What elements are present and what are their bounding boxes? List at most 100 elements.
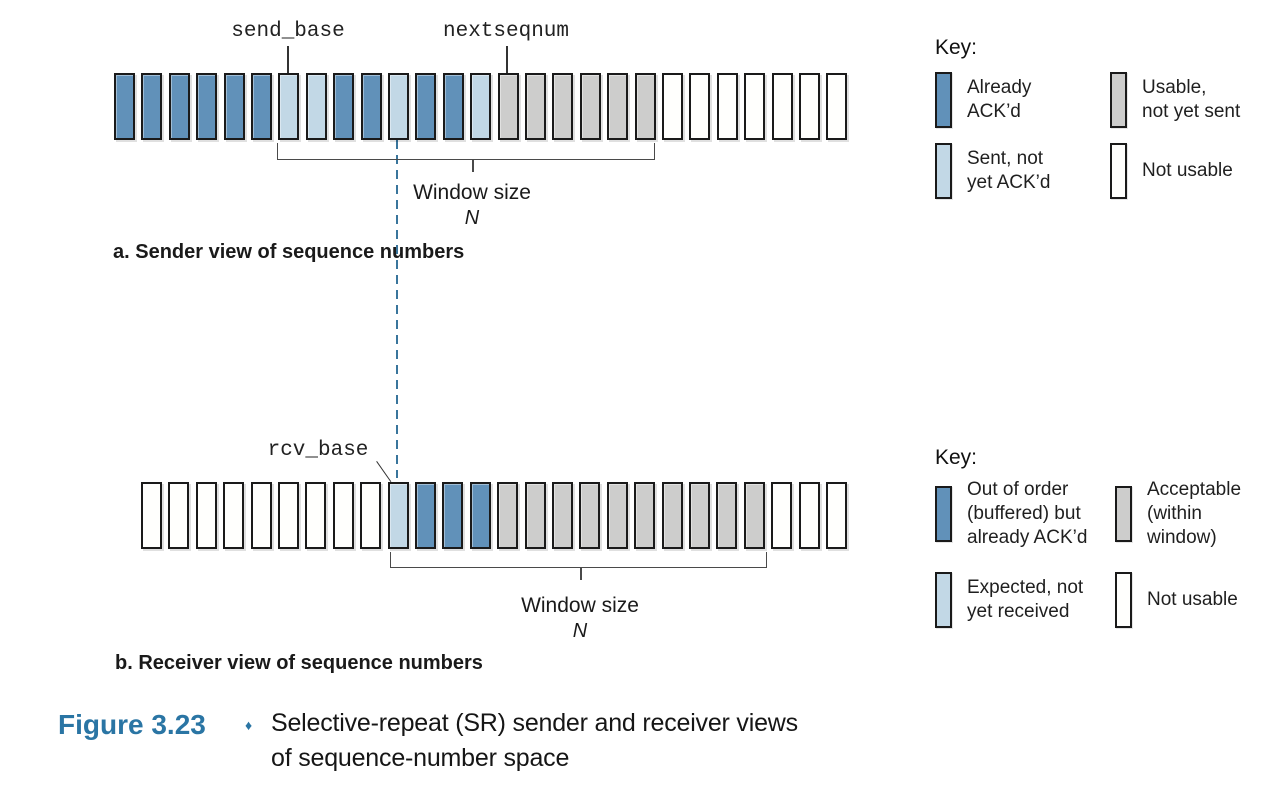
receiver-section-caption: b. Receiver view of sequence numbers [115,652,483,674]
key-item-not-usable: Not usable [1110,143,1233,199]
seq-box-white [826,73,848,140]
seq-box-light-blue [387,482,409,549]
seq-box-white [168,482,190,549]
seq-box-white [744,73,766,140]
seq-box-gray [552,73,574,140]
key-item-out-of-order: Out of order (buffered) but already ACK’… [935,478,1087,550]
seq-box-gray [743,482,765,549]
seq-box-dark-blue [469,482,491,549]
key-item-label: Sent, not yet ACK’d [967,148,1051,193]
usable-not-sent-swatch [1110,72,1127,128]
not-usable-swatch [1115,572,1132,628]
receiver-window-n-label: N [572,620,588,642]
key-item-already-acked: Already ACK’d [935,72,1031,128]
seq-box-white [250,482,272,549]
expected-swatch [935,572,952,628]
receiver-window-size-label: Window size [521,594,639,617]
key-item-label: Not usable [1142,160,1233,181]
seq-box-gray [552,482,573,549]
seq-box-gray [606,482,628,549]
seq-box-dark-blue [223,73,245,140]
seq-box-light-blue [278,73,300,140]
seq-box-gray [634,73,656,140]
seq-box-gray [716,482,738,549]
seq-box-white [799,73,820,140]
seq-box-dark-blue [196,73,218,140]
seq-box-white [689,73,711,140]
seq-box-white [332,482,354,549]
seq-box-dark-blue [415,482,436,549]
seq-box-dark-blue [114,73,135,140]
seq-box-dark-blue [415,73,437,140]
not-usable-swatch [1110,143,1127,199]
key-receiver: Key: Out of order (buffered) but already… [935,446,1280,646]
seq-box-white [223,482,245,549]
key-item-label: Acceptable (within window) [1147,479,1242,548]
seq-box-dark-blue [333,73,355,140]
seq-box-light-blue [305,73,327,140]
seq-box-light-blue [388,73,409,140]
seq-box-gray [634,482,656,549]
seq-box-white [141,482,162,549]
seq-box-white [771,73,793,140]
sender-window-bracket-tick [472,159,474,172]
seq-box-dark-blue [360,73,382,140]
seq-box-gray [524,482,546,549]
seq-box-white [662,73,683,140]
seq-box-dark-blue [168,73,190,140]
seq-box-white [278,482,299,549]
seq-box-dark-blue [251,73,272,140]
seq-box-gray [607,73,629,140]
caption-diamond-icon: ♦ [245,717,253,733]
seq-box-gray [661,482,683,549]
seq-box-dark-blue [442,73,464,140]
seq-box-white [360,482,382,549]
key-item-label: Not usable [1147,589,1238,610]
key-item-usable-not-sent: Usable, not yet sent [1110,72,1240,128]
seq-box-white [195,482,217,549]
key-item-label: Expected, not yet received [967,577,1084,622]
seq-box-gray [497,73,519,140]
sender-window-bracket [277,143,655,160]
dashed-alignment-line [396,140,398,478]
sender-window-size-label: Window size [413,181,531,204]
send-base-pointer-line [287,46,289,73]
rcv-base-label: rcv_base [267,439,369,462]
seq-box-light-blue [470,73,492,140]
seq-box-dark-blue [442,482,464,549]
key-receiver-title: Key: [935,446,978,469]
key-item-not-usable: Not usable [1115,572,1238,628]
key-sender-title: Key: [935,36,978,59]
sent-not-acked-swatch [935,143,952,199]
seq-box-gray [579,482,601,549]
key-item-sent-not-acked: Sent, not yet ACK’d [935,143,1050,199]
nextseqnum-pointer-line [506,46,508,73]
key-item-acceptable: Acceptable (within window) [1115,478,1241,550]
acceptable-swatch [1115,486,1132,542]
seq-box-white [771,482,793,549]
seq-box-white [826,482,847,549]
seq-box-white [716,73,738,140]
sender-window-n-label: N [464,207,480,229]
receiver-window-bracket-tick [580,567,582,580]
send-base-label: send_base [231,20,345,43]
sender-section-caption: a. Sender view of sequence numbers [113,241,465,263]
rcv-base-pointer-line [376,461,392,482]
nextseqnum-label: nextseqnum [442,20,570,43]
key-item-label: Out of order (buffered) but already ACK’… [967,479,1088,548]
seq-box-white [305,482,327,549]
key-item-label: Usable, not yet sent [1142,77,1241,122]
seq-box-gray [579,73,601,140]
seq-box-gray [497,482,519,549]
key-item-label: Already ACK’d [967,77,1032,122]
seq-box-white [798,482,820,549]
out-of-order-swatch [935,486,952,542]
figure-caption-text: Selective-repeat (SR) sender and receive… [271,709,798,772]
seq-box-gray [689,482,710,549]
figure-number-label: Figure 3.23 [58,709,206,740]
seq-box-dark-blue [141,73,163,140]
receiver-window-bracket [390,552,767,568]
already-acked-swatch [935,72,952,128]
key-sender: Key: Already ACK’d Usable, not yet sent … [935,36,1280,226]
